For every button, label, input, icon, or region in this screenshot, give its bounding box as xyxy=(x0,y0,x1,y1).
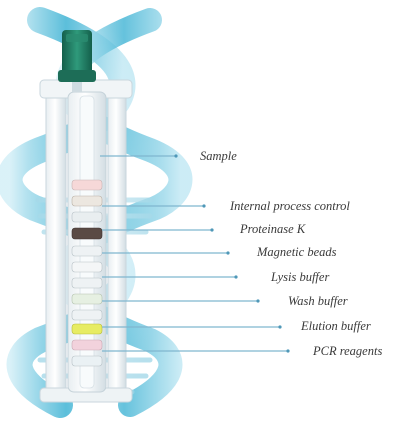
cartridge xyxy=(25,20,165,420)
label-internal-process-control: Internal process control xyxy=(230,200,350,213)
label-elution-buffer: Elution buffer xyxy=(301,320,371,333)
label-proteinase-k: Proteinase K xyxy=(240,223,305,236)
label-lysis-buffer: Lysis buffer xyxy=(271,271,329,284)
label-magnetic-beads: Magnetic beads xyxy=(257,246,337,259)
label-wash-buffer: Wash buffer xyxy=(288,295,348,308)
label-sample: Sample xyxy=(200,150,237,163)
label-pcr-reagents: PCR reagents xyxy=(313,345,382,358)
